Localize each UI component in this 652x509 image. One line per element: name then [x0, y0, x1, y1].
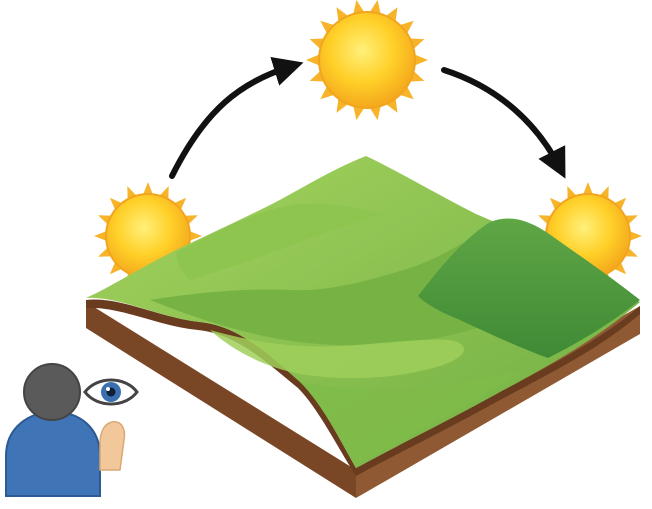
eye-icon — [85, 380, 137, 404]
person-head — [24, 364, 80, 420]
person-hand — [100, 422, 125, 470]
person-body — [6, 412, 100, 496]
sun-noon-icon — [306, 0, 428, 120]
arrow-noon-to-setting — [444, 70, 560, 168]
arrow-rising-to-noon — [172, 66, 292, 176]
